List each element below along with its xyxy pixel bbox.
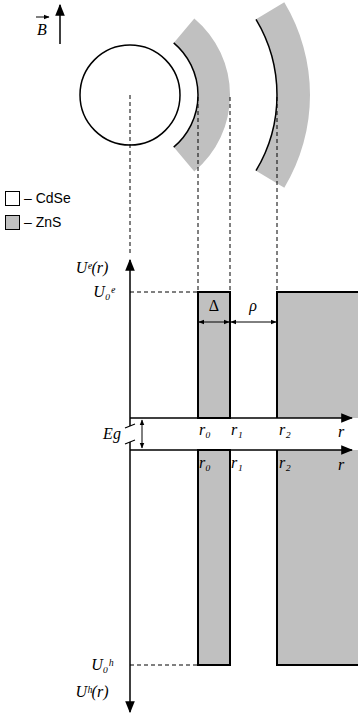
radius-label: r₀ bbox=[199, 422, 211, 438]
legend-text: – CdSe bbox=[24, 190, 71, 206]
r-axis bbox=[130, 449, 352, 451]
projection-lines bbox=[130, 95, 277, 665]
gap-label: Eg bbox=[103, 426, 121, 442]
radius-label: r₂ bbox=[279, 422, 291, 438]
barrier-edge bbox=[277, 450, 358, 665]
barrier bbox=[277, 292, 358, 418]
axis-label: r bbox=[338, 424, 344, 440]
radius-label: r₁ bbox=[231, 455, 243, 471]
inner-shell bbox=[174, 18, 230, 171]
axis-break bbox=[125, 424, 135, 444]
barrier bbox=[277, 450, 358, 665]
energy-axis bbox=[129, 260, 131, 426]
outer-shell bbox=[256, 2, 310, 187]
axis-label: Uʰ(r) bbox=[76, 684, 109, 700]
legend-swatch bbox=[5, 215, 20, 230]
level-label: U₀ᵉ bbox=[93, 284, 114, 300]
dimension-arrow bbox=[231, 322, 276, 323]
energy-axis bbox=[129, 442, 131, 712]
field-arrow bbox=[59, 5, 61, 44]
dimension-label: ρ bbox=[249, 298, 257, 314]
level-label: U₀ʰ bbox=[91, 657, 113, 673]
legend-item: – ZnS bbox=[5, 214, 61, 230]
vector-sign bbox=[36, 17, 49, 18]
barrier-edge bbox=[277, 292, 358, 418]
radius-label: r₁ bbox=[231, 422, 243, 438]
outer-shell-edge bbox=[256, 19, 277, 170]
barrier bbox=[198, 292, 230, 418]
legend-item: – CdSe bbox=[5, 190, 71, 206]
field-label: B bbox=[37, 22, 47, 38]
barrier bbox=[198, 450, 230, 665]
gap-arrow bbox=[142, 420, 143, 448]
r-axis bbox=[130, 417, 352, 419]
axis-label: Uᵉ(r) bbox=[76, 260, 109, 276]
dimension-label: Δ bbox=[209, 298, 219, 314]
radius-label: r₂ bbox=[279, 455, 291, 471]
legend-text: – ZnS bbox=[24, 214, 61, 230]
legend-swatch bbox=[5, 191, 20, 206]
axis-label: r bbox=[338, 457, 344, 473]
dimension-arrow bbox=[199, 322, 229, 323]
radius-label: r₀ bbox=[199, 455, 211, 471]
